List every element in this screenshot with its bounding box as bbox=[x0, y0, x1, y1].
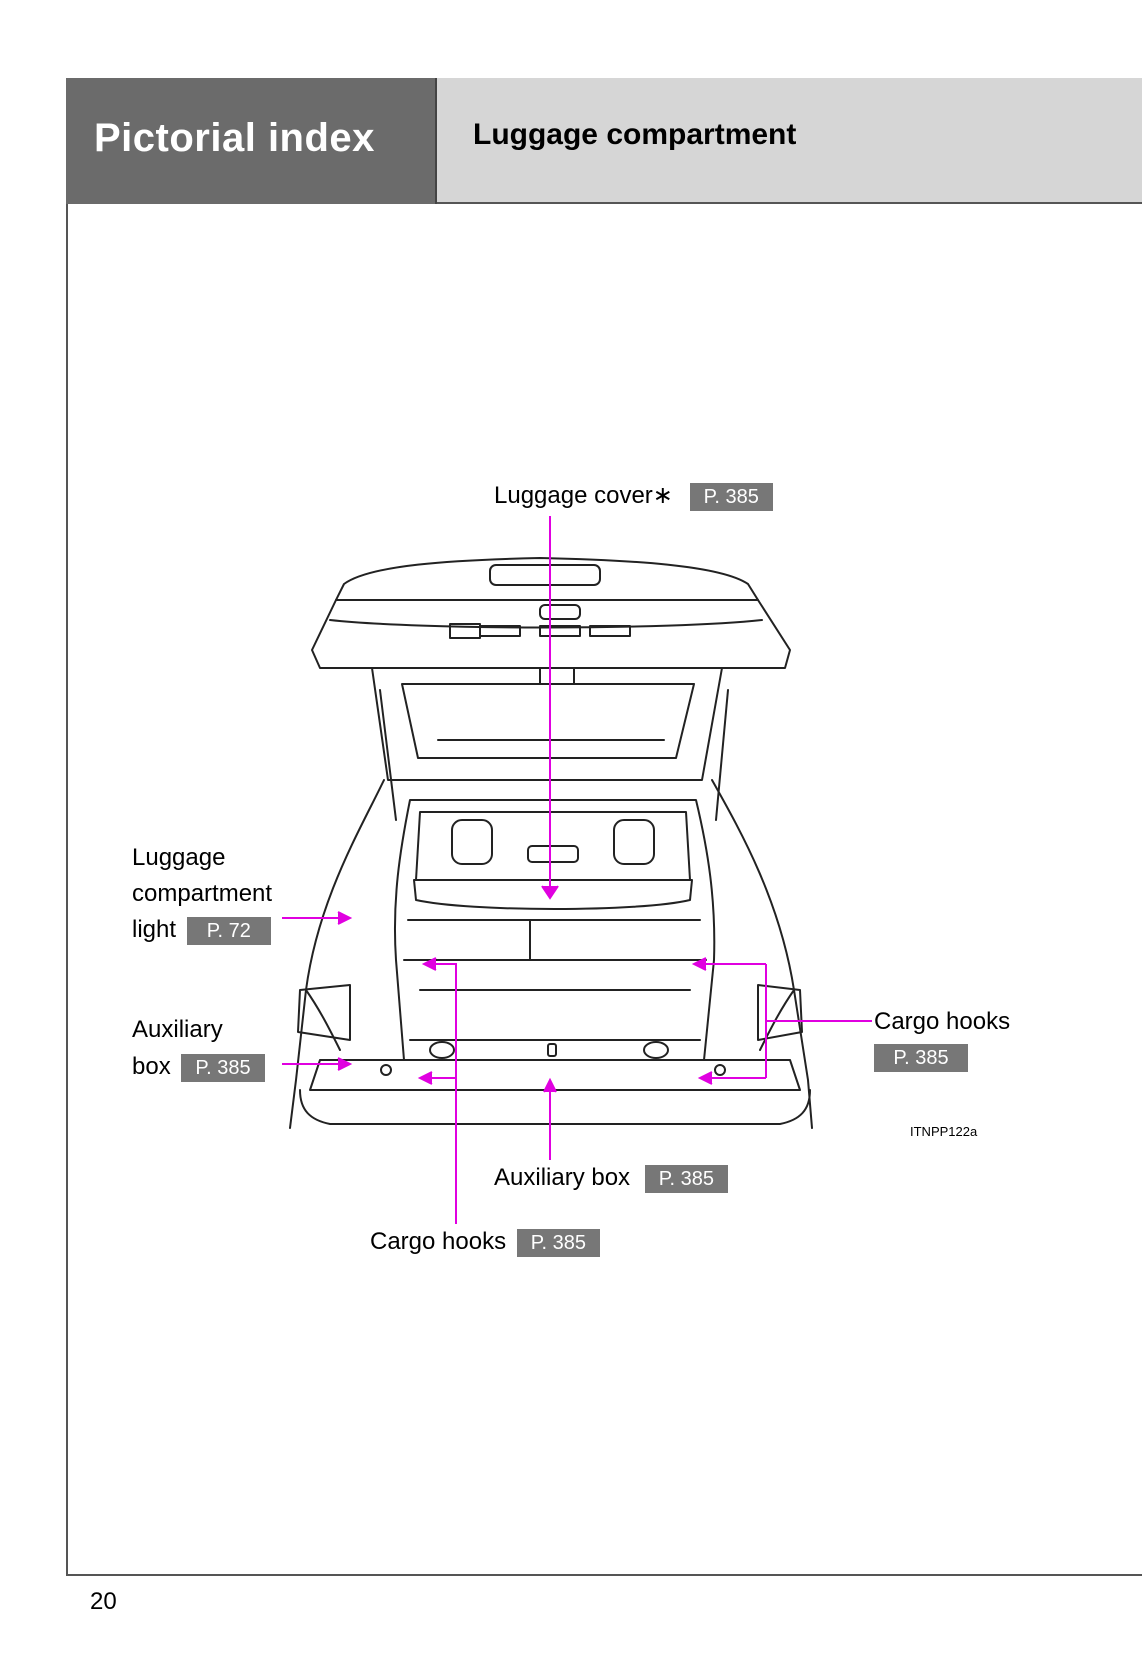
aux-box-bottom-page-ref[interactable]: P. 385 bbox=[644, 1164, 728, 1193]
cargo-hooks-bottom-callout: Cargo hooks P. 385 bbox=[370, 1224, 600, 1260]
compartment-light-line3-row: light P. 72 bbox=[132, 912, 271, 948]
compartment-light-line2: compartment bbox=[132, 880, 273, 907]
section-label: Pictorial index bbox=[94, 116, 375, 160]
cargo-hooks-right-label: Cargo hooks bbox=[874, 1008, 1011, 1035]
aux-box-bottom-callout: Auxiliary box P. 385 bbox=[494, 1160, 728, 1196]
illustration-code: ITNPP122a bbox=[910, 1124, 978, 1139]
luggage-cover-callout: Luggage cover∗ P. 385 bbox=[494, 478, 773, 514]
compartment-light-line3: light bbox=[132, 916, 177, 943]
aux-box-bottom-label: Auxiliary box bbox=[494, 1164, 631, 1191]
cargo-hooks-bottom-page-ref[interactable]: P. 385 bbox=[516, 1228, 600, 1257]
compartment-light-line1: Luggage bbox=[132, 844, 226, 871]
aux-box-left-line1: Auxiliary bbox=[132, 1016, 223, 1043]
compartment-light-page-ref[interactable]: P. 72 bbox=[186, 916, 271, 945]
section-tab: Pictorial index bbox=[66, 78, 437, 204]
aux-box-left-page-ref[interactable]: P. 385 bbox=[181, 1053, 265, 1082]
luggage-cover-label: Luggage cover∗ bbox=[494, 482, 673, 509]
cargo-hooks-right-page-ref[interactable]: P. 385 bbox=[874, 1044, 968, 1072]
cargo-hooks-bottom-label: Cargo hooks bbox=[370, 1228, 507, 1255]
page-number: 20 bbox=[90, 1588, 117, 1615]
aux-box-left-line2: box bbox=[132, 1053, 171, 1080]
luggage-cover-page-ref[interactable]: P. 385 bbox=[689, 482, 773, 511]
page-title: Luggage compartment bbox=[473, 118, 797, 151]
aux-box-left-row: box P. 385 bbox=[132, 1049, 265, 1085]
title-bar: Luggage compartment bbox=[437, 78, 1142, 204]
